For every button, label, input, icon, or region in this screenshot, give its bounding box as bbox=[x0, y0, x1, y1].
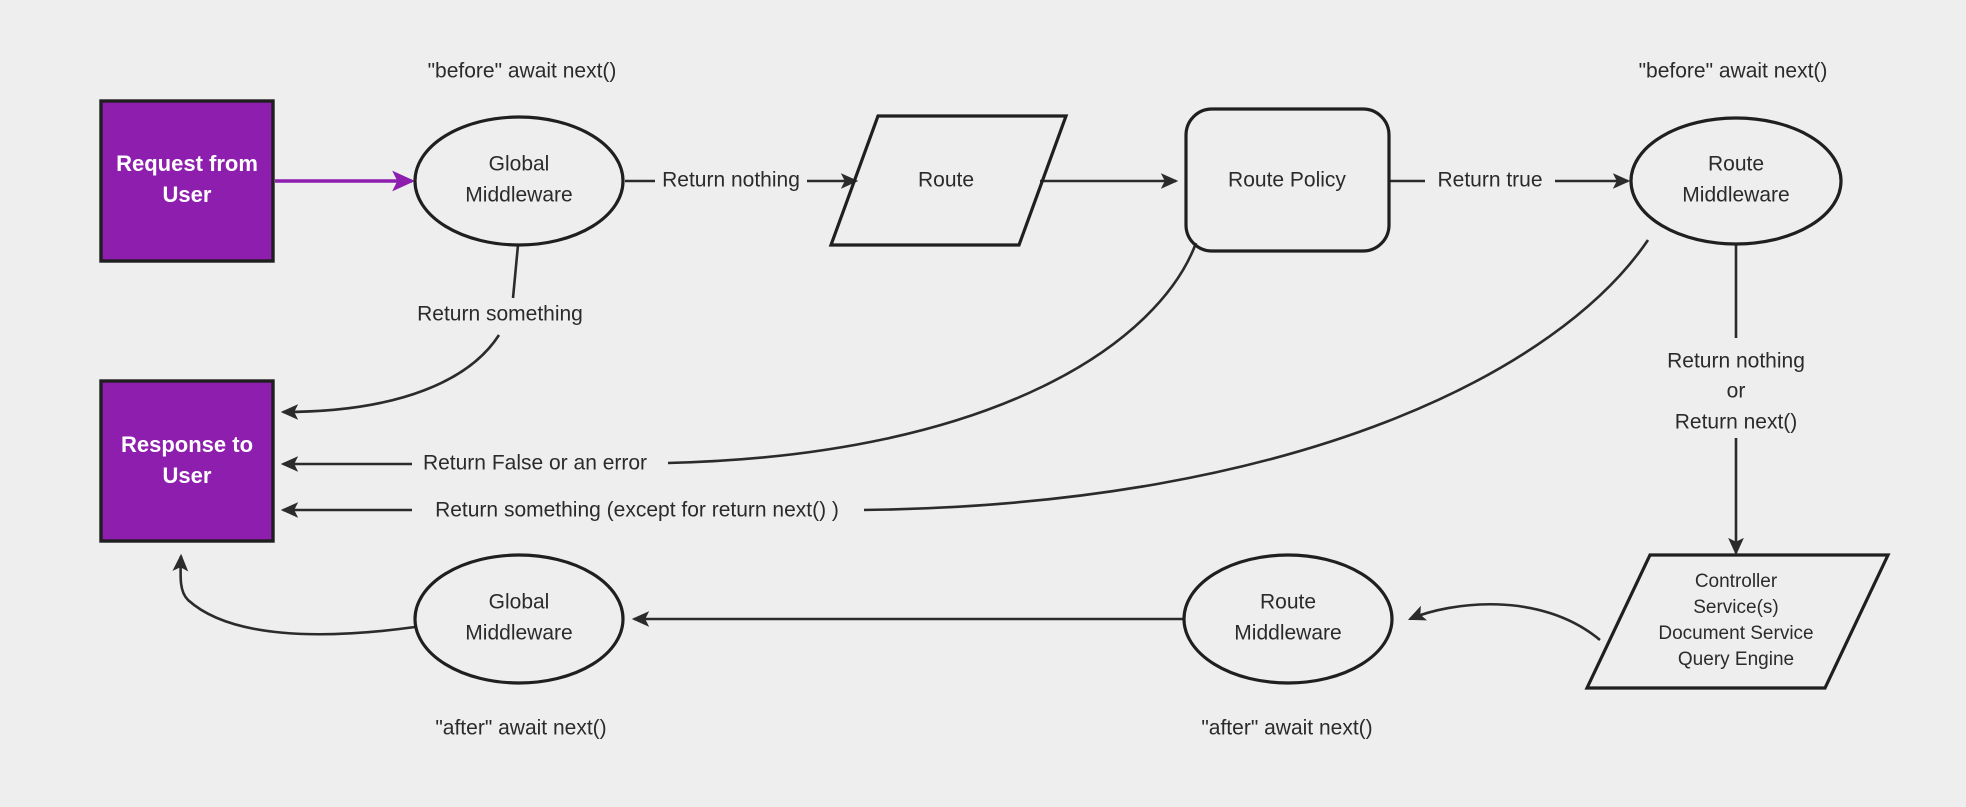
after-await-next-global-label: "after" await next() bbox=[435, 717, 606, 740]
edge-global-middleware-after-to-response bbox=[172, 553, 416, 636]
annotation-before-await-next-global: "before" await next() bbox=[428, 60, 617, 83]
node-route-middleware-before[interactable]: Route Middleware bbox=[1629, 116, 1843, 246]
annotation-after-await-next-global: "after" await next() bbox=[435, 717, 606, 740]
annotation-before-await-next-route: "before" await next() bbox=[1639, 60, 1828, 83]
edge-controller-to-route-middleware-after bbox=[1407, 602, 1601, 641]
global-middleware-after-label-line2: Middleware bbox=[465, 622, 572, 645]
return-true-label: Return true bbox=[1437, 169, 1542, 192]
edge-route-policy-return-false bbox=[280, 242, 1198, 472]
global-middleware-after-label-line1: Global bbox=[489, 591, 550, 614]
return-nothing-label: Return nothing bbox=[662, 169, 800, 192]
before-await-next-global-label: "before" await next() bbox=[428, 60, 617, 83]
return-nothing-or-next-line1: Return nothing bbox=[1667, 350, 1805, 373]
controller-stack-line4: Query Engine bbox=[1678, 649, 1794, 670]
edge-label-return-false-or-error: Return False or an error bbox=[412, 449, 666, 479]
route-middleware-after-label-line1: Route bbox=[1260, 591, 1316, 614]
route-middleware-after-label-line2: Middleware bbox=[1234, 622, 1341, 645]
controller-stack-line3: Document Service bbox=[1658, 623, 1813, 644]
edge-label-return-nothing: Return nothing bbox=[655, 167, 807, 195]
node-request-from-user[interactable]: Request from User bbox=[99, 99, 275, 263]
return-something-except-next-label: Return something (except for return next… bbox=[435, 499, 839, 522]
request-from-user-label-line1: Request from bbox=[116, 151, 258, 176]
return-false-or-error-label: Return False or an error bbox=[423, 452, 647, 475]
route-middleware-before-label-line1: Route bbox=[1708, 153, 1764, 176]
edge-global-middleware-return-something bbox=[280, 244, 520, 420]
route-policy-label: Route Policy bbox=[1228, 169, 1346, 192]
return-nothing-or-next-line2: or bbox=[1727, 380, 1746, 403]
global-middleware-before-label-line2: Middleware bbox=[465, 184, 572, 207]
before-await-next-route-label: "before" await next() bbox=[1639, 60, 1828, 83]
edge-label-return-something: Return something bbox=[408, 300, 592, 330]
edge-route-middleware-return-something-except bbox=[280, 239, 1650, 518]
annotation-after-await-next-route: "after" await next() bbox=[1201, 717, 1372, 740]
node-controller-stack[interactable]: Controller Service(s) Document Service Q… bbox=[1584, 553, 1891, 690]
request-from-user-label-line2: User bbox=[163, 182, 212, 207]
route-middleware-before-label-line2: Middleware bbox=[1682, 184, 1789, 207]
response-to-user-label-line1: Response to bbox=[121, 432, 253, 457]
node-route[interactable]: Route bbox=[828, 114, 1069, 247]
response-to-user-label-line2: User bbox=[163, 463, 212, 488]
controller-stack-line1: Controller bbox=[1695, 571, 1778, 592]
node-route-middleware-after[interactable]: Route Middleware bbox=[1182, 553, 1394, 685]
node-route-policy[interactable]: Route Policy bbox=[1184, 107, 1391, 253]
return-nothing-or-next-line3: Return next() bbox=[1675, 411, 1798, 434]
node-global-middleware-after[interactable]: Global Middleware bbox=[413, 553, 625, 685]
edge-label-return-true: Return true bbox=[1425, 167, 1555, 195]
node-response-to-user[interactable]: Response to User bbox=[99, 379, 275, 543]
after-await-next-route-label: "after" await next() bbox=[1201, 717, 1372, 740]
edge-label-return-something-except-next: Return something (except for return next… bbox=[412, 496, 864, 526]
return-something-label: Return something bbox=[417, 303, 583, 326]
route-label: Route bbox=[918, 169, 974, 192]
node-global-middleware-before[interactable]: Global Middleware bbox=[413, 115, 625, 247]
controller-stack-line2: Service(s) bbox=[1693, 597, 1779, 618]
edge-label-return-nothing-or-next: Return nothing or Return next() bbox=[1640, 345, 1834, 437]
global-middleware-before-label-line1: Global bbox=[489, 153, 550, 176]
